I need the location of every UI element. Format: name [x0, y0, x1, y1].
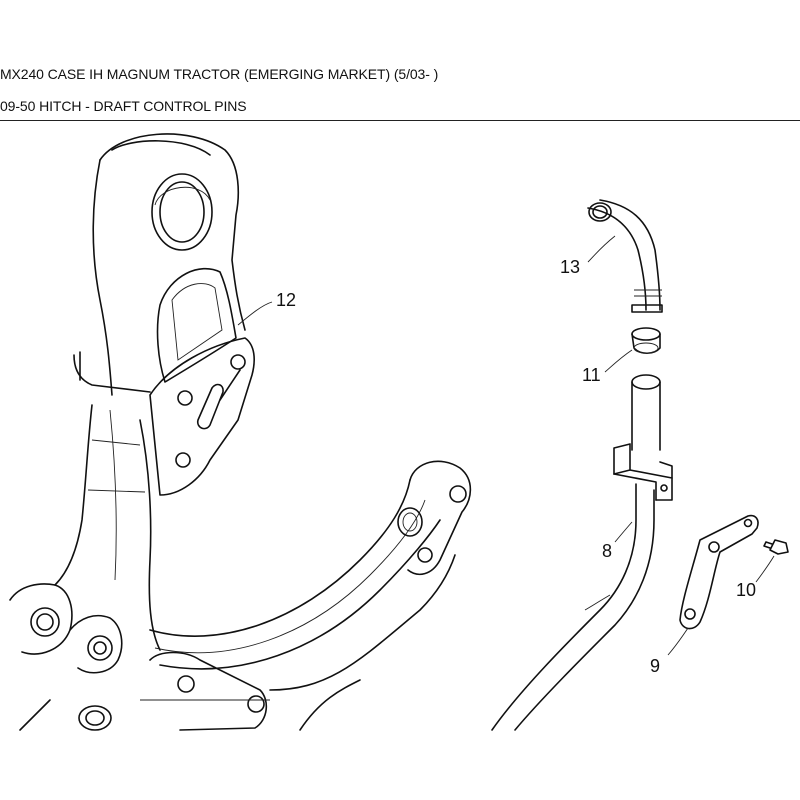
part-12-hitch-frame[interactable] [9, 133, 472, 731]
callout-13: 13 [560, 257, 580, 277]
part-11-plug[interactable] [604, 327, 661, 373]
callout-8: 8 [602, 541, 612, 561]
part-13-elbow-tube[interactable] [587, 199, 663, 313]
page-title: MX240 CASE IH MAGNUM TRACTOR (EMERGING M… [0, 66, 439, 82]
callout-11: 11 [582, 365, 601, 385]
part-10-bolt[interactable] [755, 539, 789, 583]
callout-12: 12 [276, 290, 296, 310]
callout-9: 9 [650, 656, 660, 676]
header-divider [0, 120, 800, 121]
callout-10: 10 [736, 580, 756, 600]
page-subtitle: 09-50 HITCH - DRAFT CONTROL PINS [0, 98, 247, 114]
part-8-pipe[interactable] [491, 374, 673, 731]
part-9-bracket-plate[interactable] [667, 514, 759, 656]
